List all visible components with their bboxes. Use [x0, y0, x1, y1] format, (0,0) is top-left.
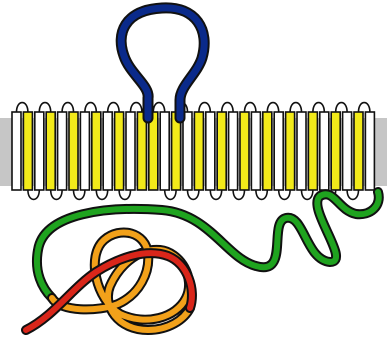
helix-segment — [365, 112, 374, 190]
helix-segment — [251, 112, 260, 190]
helix-connector — [153, 103, 164, 112]
helix-connector — [188, 190, 199, 199]
helix-connector — [245, 103, 256, 112]
helix-segment — [80, 112, 89, 190]
helix-segment — [354, 112, 363, 190]
helix-connector — [279, 190, 290, 199]
helix-segment — [58, 112, 67, 190]
helix-segment — [103, 112, 112, 190]
helix-connector — [119, 190, 130, 199]
helix-segment — [172, 112, 181, 190]
helix-segment — [92, 112, 101, 190]
helix-segment — [115, 112, 124, 190]
helix-segment — [274, 112, 283, 190]
helix-segment — [137, 112, 146, 190]
helix-segment — [206, 112, 215, 190]
helix-connector — [165, 190, 176, 199]
helix-segment — [69, 112, 78, 190]
helix-connector — [85, 103, 96, 112]
helix-segment — [263, 112, 272, 190]
helix-segment — [126, 112, 135, 190]
extracellular-loop — [121, 8, 204, 118]
tail-orange — [52, 232, 190, 330]
helix-segment — [12, 112, 21, 190]
helix-segment — [297, 112, 306, 190]
helix-connector — [28, 190, 39, 199]
helix-connector — [108, 103, 119, 112]
helix-connector — [96, 190, 107, 199]
helix-connector — [62, 103, 73, 112]
helix-connector — [210, 190, 221, 199]
helix-connector — [39, 103, 50, 112]
helix-connector — [302, 190, 313, 199]
helix-segment — [320, 112, 329, 190]
helix-connector — [347, 190, 358, 199]
helix-segment — [229, 112, 238, 190]
helix-connector — [74, 190, 85, 199]
helix-segment — [308, 112, 317, 190]
helix-connector — [267, 103, 278, 112]
helix-connector — [359, 103, 370, 112]
helix-segment — [35, 112, 44, 190]
helix-segment — [286, 112, 295, 190]
helix-connector — [199, 103, 210, 112]
helix-segment — [149, 112, 158, 190]
intracellular-tail — [26, 192, 379, 330]
helix-segment — [194, 112, 203, 190]
helix-connector — [222, 103, 233, 112]
helix-connector — [256, 190, 267, 199]
helix-segment — [23, 112, 32, 190]
helix-connector — [290, 103, 301, 112]
helix-connector — [17, 103, 28, 112]
helix-segment — [160, 112, 169, 190]
helix-connector — [233, 190, 244, 199]
helix-connector — [131, 103, 142, 112]
helix-segment — [183, 112, 192, 190]
helix-segment — [46, 112, 55, 190]
helix-connector — [51, 190, 62, 199]
helix-segment — [240, 112, 249, 190]
helix-segment — [217, 112, 226, 190]
helix-segment — [331, 112, 340, 190]
helix-connector — [336, 103, 347, 112]
helix-connector — [313, 103, 324, 112]
helix-segment — [343, 112, 352, 190]
